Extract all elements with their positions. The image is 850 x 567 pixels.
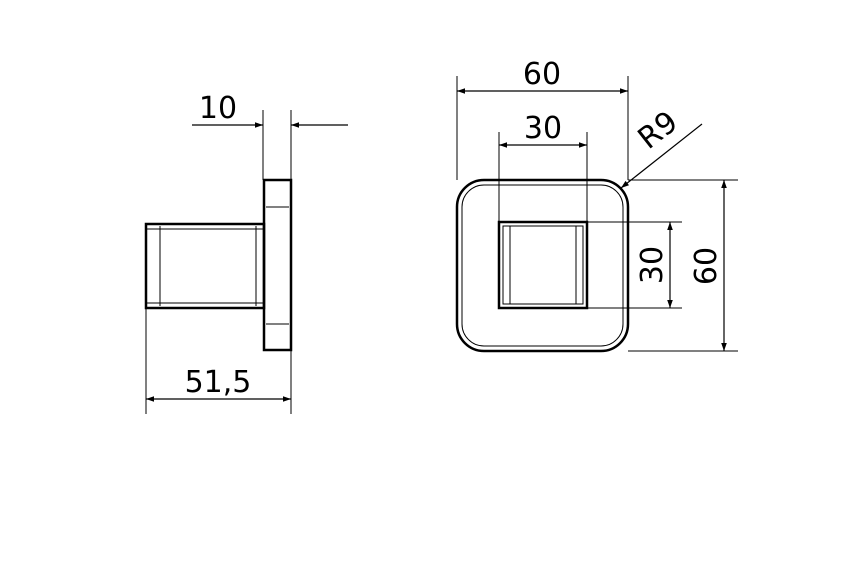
- outer-width-label: 60: [523, 57, 561, 92]
- outer-height-dimension: 60: [628, 179, 738, 352]
- side-view: 10 51,5: [144, 91, 348, 414]
- corner-radius-callout: R9: [620, 104, 703, 189]
- outer-plate-outline: [455, 178, 630, 353]
- overall-length-label: 51,5: [185, 365, 252, 400]
- inner-height-label: 30: [635, 246, 670, 284]
- inner-height-dimension: 30: [587, 221, 682, 309]
- inner-width-dimension: 30: [498, 111, 588, 222]
- overall-length-dimension: 51,5: [145, 308, 292, 414]
- inner-square-outline: [497, 220, 589, 310]
- inner-width-label: 30: [524, 111, 562, 146]
- flange-thickness-dimension: 10: [192, 91, 348, 180]
- outer-height-label: 60: [689, 247, 724, 285]
- shaft-outline: [144, 222, 266, 310]
- flange-thickness-label: 10: [199, 91, 237, 126]
- corner-radius-label: R9: [632, 104, 685, 156]
- outer-width-dimension: 60: [456, 57, 629, 180]
- flange-outline: [262, 178, 293, 352]
- front-view: 60 30 R9 30 60: [455, 57, 738, 353]
